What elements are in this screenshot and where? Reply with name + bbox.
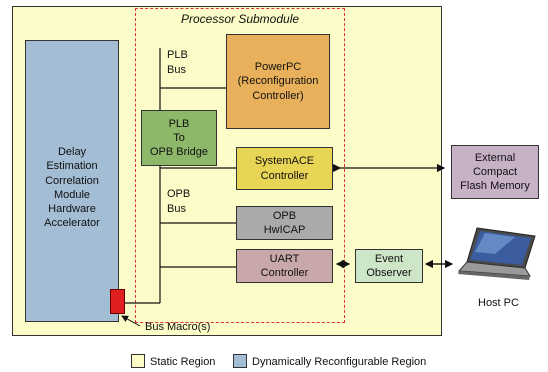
powerpc-label-line: Controller) <box>252 89 304 102</box>
systemace-controller-block: SystemACE Controller <box>236 147 333 190</box>
powerpc-label-line: PowerPC <box>254 61 302 74</box>
plb-bus-label: PLB Bus <box>167 48 188 78</box>
sysace-label-line: Controller <box>260 169 309 182</box>
hwicap-label-line: HwICAP <box>263 224 306 236</box>
plb-opb-bridge-block: PLB To OPB Bridge <box>141 110 217 166</box>
laptop-icon <box>457 227 536 280</box>
bridge-label-line: To <box>173 131 185 144</box>
opb-bus-label: OPB Bus <box>167 187 190 217</box>
opb-bus-label-line: Bus <box>167 202 186 215</box>
processor-submodule-title: Processor Submodule <box>180 12 300 26</box>
bridge-label-line: PLB <box>168 117 190 130</box>
hwicap-label-line: OPB <box>272 209 297 222</box>
accelerator-label-line: Estimation <box>46 160 98 173</box>
accelerator-label-line: Accelerator <box>44 217 100 230</box>
bridge-label-line: OPB Bridge <box>149 146 209 159</box>
uart-controller-block: UART Controller <box>236 249 333 283</box>
event-observer-block: Event Observer <box>355 249 423 283</box>
bus-macro-pointer <box>121 315 141 327</box>
sysace-label-line: SystemACE <box>254 155 315 168</box>
host-pc-label: Host PC <box>478 297 519 309</box>
legend-static-swatch <box>131 354 145 368</box>
opb-hwicap-block: OPB HwICAP <box>236 206 333 240</box>
flash-label-line: Compact <box>472 165 518 178</box>
opb-bus-label-line: OPB <box>167 188 191 200</box>
accelerator-label-line: Correlation <box>45 174 99 187</box>
event-observer-label-line: Observer <box>366 267 412 279</box>
legend-static-label: Static Region <box>150 356 216 368</box>
plb-bus-label-line: Bus <box>167 63 186 76</box>
external-flash-memory-block: External Compact Flash Memory <box>451 145 539 199</box>
legend-dynamic-label: Dynamically Reconfigurable Region <box>252 356 427 368</box>
accelerator-label-line: Delay <box>57 146 87 158</box>
bus-macro-block <box>110 289 125 314</box>
flash-label-line: External <box>474 151 516 164</box>
bus-macro-label: Bus Macro(s) <box>145 321 211 333</box>
uart-label-line: Controller <box>260 267 309 279</box>
plb-bus-label-line: PLB <box>167 49 188 61</box>
event-observer-label-line: Event <box>374 252 404 265</box>
accelerator-label-line: Module <box>53 188 91 201</box>
flash-label-line: Flash Memory <box>460 180 530 193</box>
legend-dynamic-swatch <box>233 354 247 368</box>
uart-label-line: UART <box>269 252 300 265</box>
hardware-accelerator-block: Delay Estimation Correlation Module Hard… <box>25 40 119 322</box>
powerpc-label-line: (Reconfiguration <box>237 75 319 88</box>
powerpc-block: PowerPC (Reconfiguration Controller) <box>226 34 330 129</box>
accelerator-label-line: Hardware <box>48 203 96 216</box>
